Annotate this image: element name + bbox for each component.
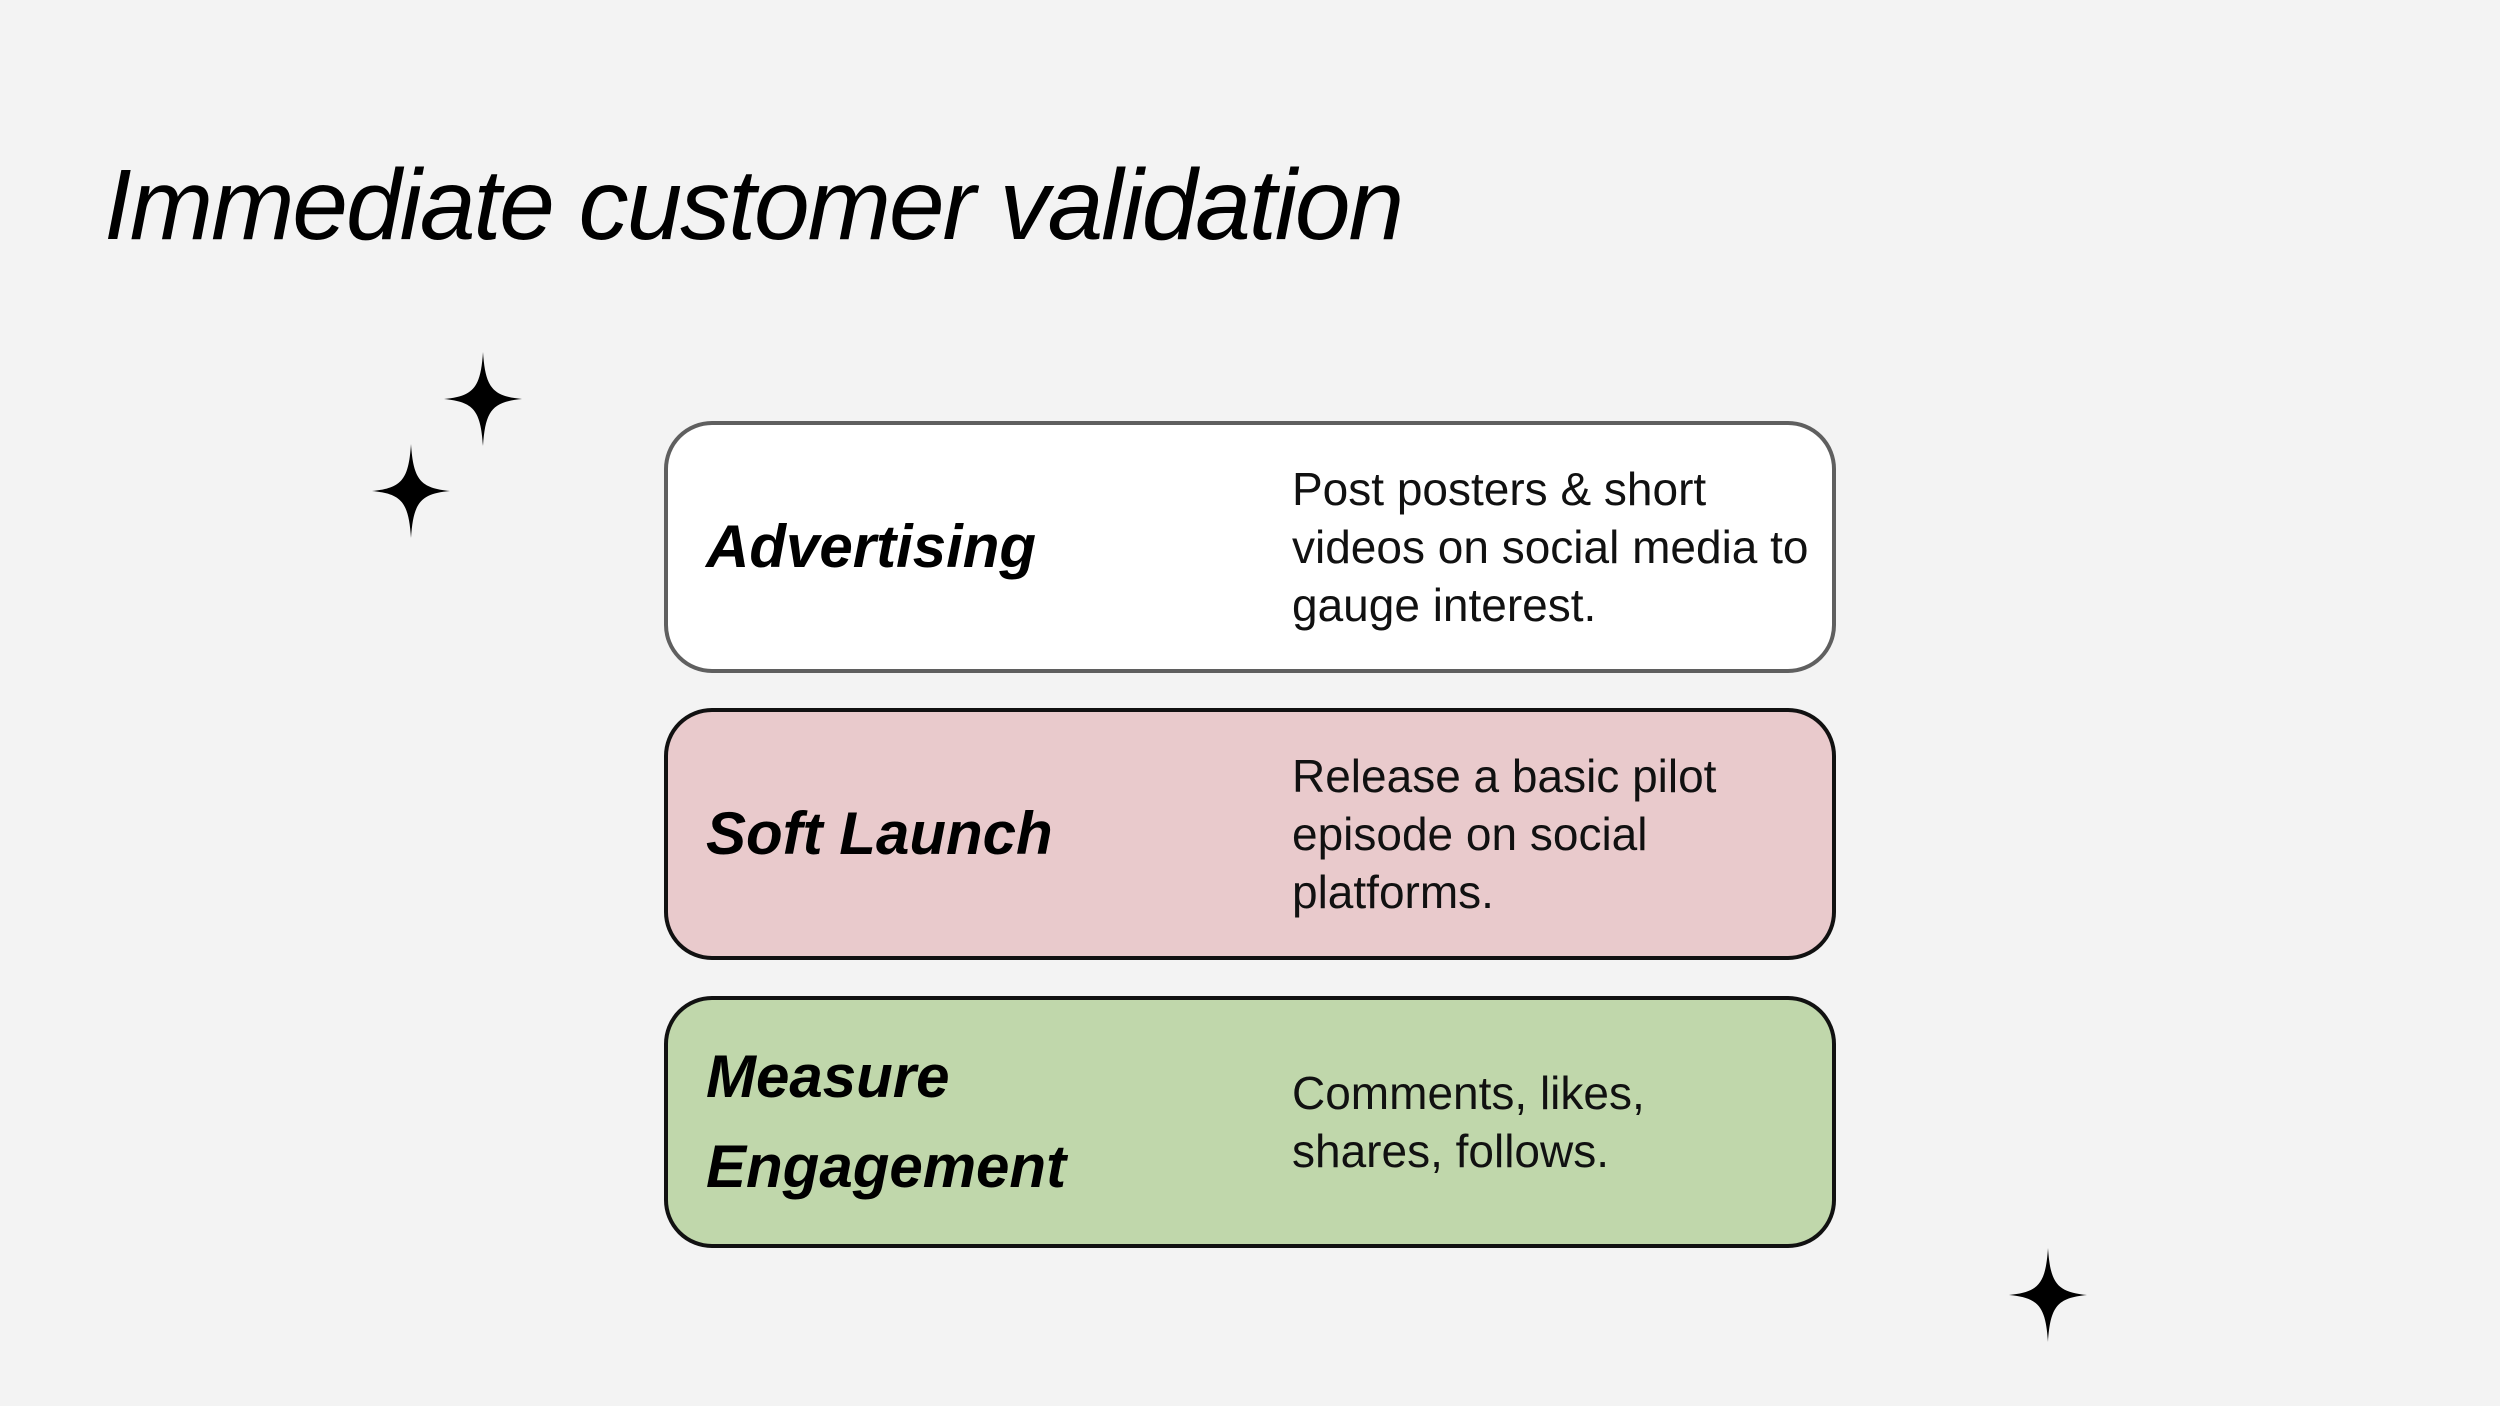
card-description: Release a basic pilot episode on social … <box>1292 750 1717 918</box>
card-advertising: Advertising Post posters & short videos … <box>664 421 1836 673</box>
slide-title: Immediate customer validation <box>104 149 1404 261</box>
card-description: Comments, likes, shares, follows. <box>1292 1067 1645 1177</box>
card-soft-launch: Soft Launch Release a basic pilot episod… <box>664 708 1836 960</box>
card-label: Advertising <box>706 513 1037 580</box>
sparkle-icon <box>444 352 522 446</box>
sparkle-icon <box>2009 1248 2087 1342</box>
sparkle-icon <box>372 444 450 538</box>
card-label: Soft Launch <box>706 800 1053 867</box>
card-measure-engagement: Measure Engagement Comments, likes, shar… <box>664 996 1836 1248</box>
card-description: Post posters & short videos on social me… <box>1292 463 1809 631</box>
card-label: Measure Engagement <box>706 1043 1067 1200</box>
